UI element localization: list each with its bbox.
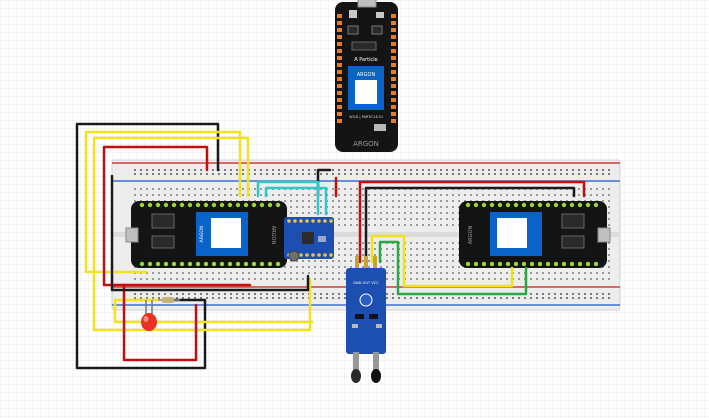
wire-green-right [378,240,528,296]
resistor [158,297,180,303]
wire-black-4 [364,186,576,264]
right-board-pins-top [465,202,599,208]
argon-board-top[interactable]: A Particle ARGON WILD | PARTICLE.IO ARGO… [335,0,398,152]
wire-red-2 [122,283,198,362]
top-board-footer-text: WILD | PARTICLE.IO [349,115,383,119]
top-board-screen-title: ARGON [357,72,376,78]
wire-cyan-1 [256,180,320,216]
top-board-brand: ARGON [353,140,379,148]
left-board-brand: ARGON [199,226,205,243]
sensor-breakout-board[interactable] [284,217,334,262]
wire-yellow-3 [113,298,314,324]
header-pins-left [337,14,342,123]
right-board-logo-text: ARGON [468,226,474,245]
argon-board-left[interactable]: ARGON ARGON [125,201,287,268]
wire-red-4 [358,180,586,264]
left-board-pins-top [139,202,281,208]
header-pins-right [391,14,396,123]
top-board-logo-text: A Particle [354,57,377,63]
wire-yellow-1 [84,130,242,274]
wire-red-1 [102,145,252,287]
left-board-side-text: ARGON [270,226,276,245]
red-led[interactable] [141,300,157,331]
ir-sensor-pin-labels: GND OUT VCC [353,281,379,285]
wire-black-outer [75,122,220,370]
wire-black-2 [110,174,310,292]
wire-cyan-2 [264,186,328,216]
right-board-pins-bottom [465,261,599,267]
ir-sensor-module[interactable]: GND OUT VCC [346,256,386,383]
wires [75,122,586,370]
left-board-pins-bottom [139,261,281,267]
wire-yellow-right [370,234,514,288]
argon-board-right[interactable]: ARGON [459,201,611,268]
